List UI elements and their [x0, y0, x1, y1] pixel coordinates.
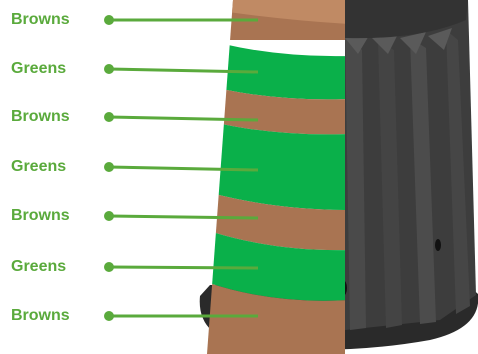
layer-label-browns: Browns	[11, 206, 70, 226]
leader-dot	[106, 17, 113, 24]
leader-dot	[106, 264, 113, 271]
layer-label-greens: Greens	[11, 257, 66, 277]
layer-label-browns: Browns	[11, 306, 70, 326]
leader-dot	[106, 66, 113, 73]
leader-dot	[106, 114, 113, 121]
layer-label-browns: Browns	[11, 107, 70, 127]
layer-label-browns: Browns	[11, 10, 70, 30]
leader-line	[109, 216, 258, 218]
layer-green	[200, 38, 350, 99]
compost-cutaway	[200, 0, 350, 354]
layer-label-greens: Greens	[11, 157, 66, 177]
bin-vent-hole	[435, 239, 441, 251]
leader-line	[109, 267, 258, 268]
leader-dot	[106, 213, 113, 220]
leader-dot	[106, 164, 113, 171]
leader-dot	[106, 313, 113, 320]
layer-label-greens: Greens	[11, 59, 66, 79]
